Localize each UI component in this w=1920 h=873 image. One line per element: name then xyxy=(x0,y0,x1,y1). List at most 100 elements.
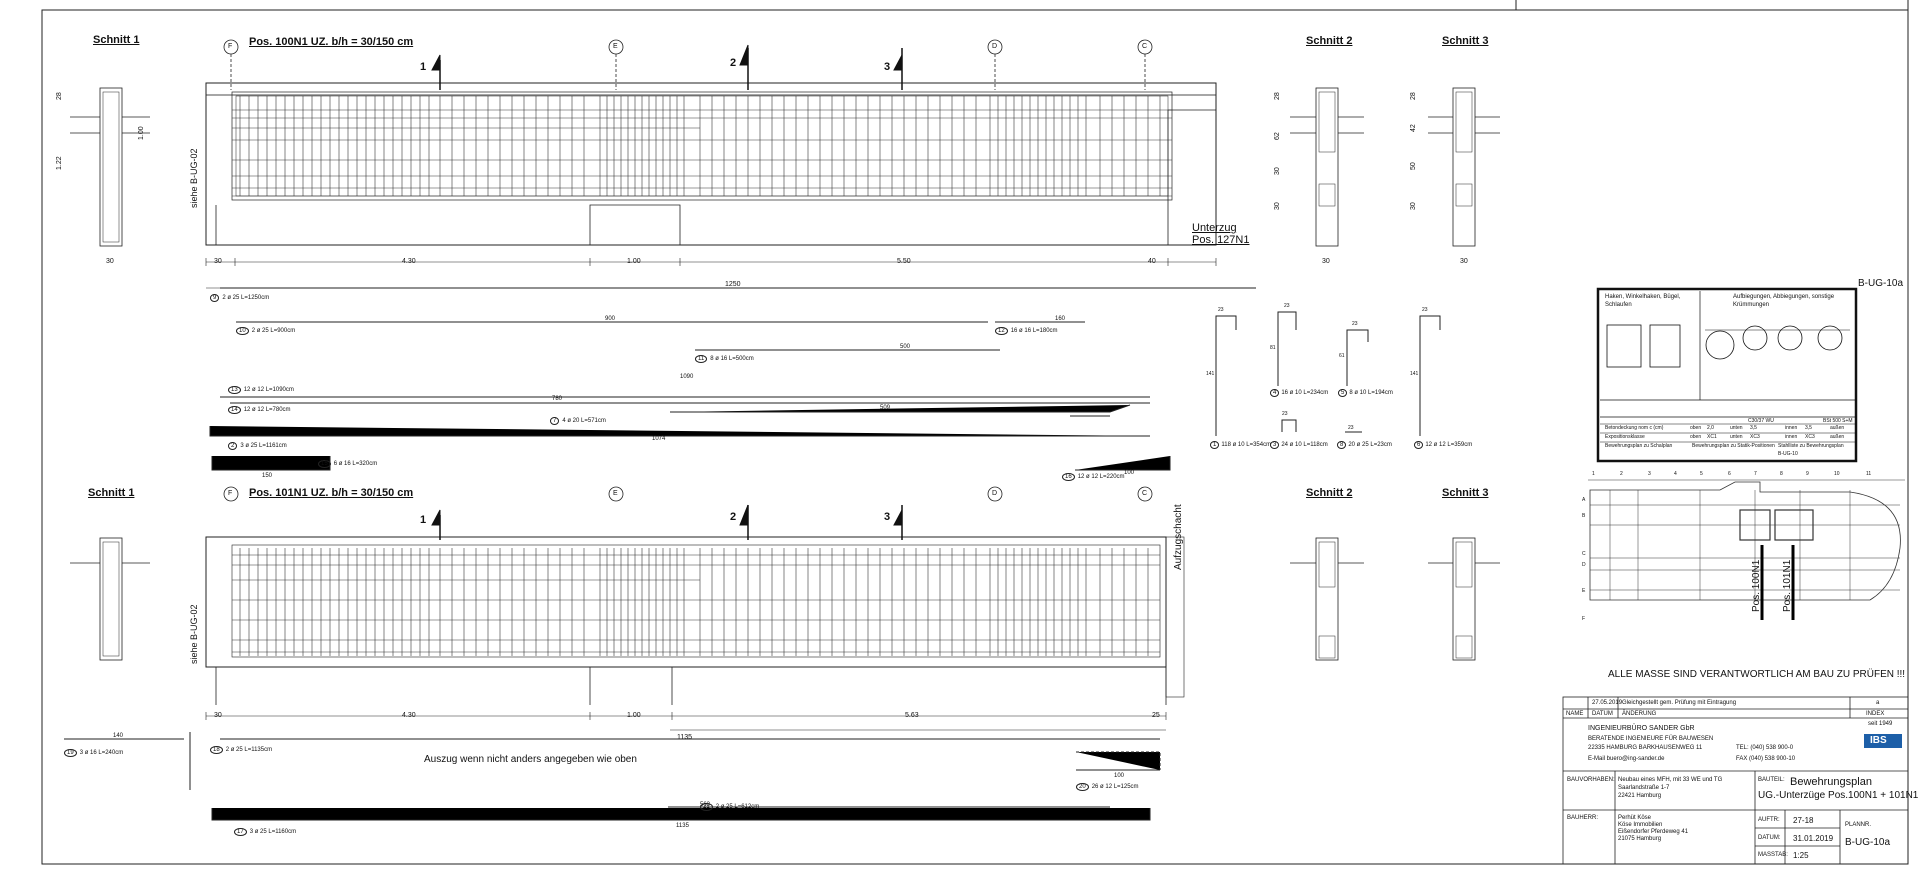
legend-row2-6: XC3 xyxy=(1805,434,1815,440)
legend-row3-1: Bewehrungsplan zu Statik-Positionen xyxy=(1692,443,1775,449)
stirrup-1-h: 141 xyxy=(1206,371,1215,377)
axis-label-bottom-e: E xyxy=(613,490,618,497)
client-line-0: Perhüt Köse xyxy=(1618,815,1652,821)
span-bottom-0: 30 xyxy=(214,712,222,719)
bauteil-label: BAUTEIL: xyxy=(1758,777,1785,783)
legend-row2-5: innen xyxy=(1785,434,1798,440)
office-name: INGENIEURBÜRO SANDER GbR xyxy=(1588,725,1695,732)
axis-label-top-d: D xyxy=(992,43,998,50)
legend-row2-0: Expositionsklasse xyxy=(1605,434,1645,440)
keyplan-col-1: 1 xyxy=(1592,471,1595,477)
legend-box xyxy=(1596,287,1858,463)
legend-row1-5: innen xyxy=(1785,425,1798,431)
office-line1: BERATENDE INGENIEURE FÜR BAUWESEN xyxy=(1588,736,1714,742)
beam-top-stirrups xyxy=(239,96,1161,196)
s2-dim-3: 30 xyxy=(1274,202,1281,210)
s3-dim-1: 42 xyxy=(1410,124,1417,132)
total-bottom: 1135 xyxy=(677,734,693,741)
s2-dim-1: 62 xyxy=(1274,132,1281,140)
stirrup-6-h: 141 xyxy=(1410,371,1419,377)
legend-row3-0: Bewehrungsplan zu Schalplan xyxy=(1605,443,1673,449)
beam-top-cut-markers xyxy=(431,44,903,90)
keyplan-row-D: D xyxy=(1582,562,1586,568)
keyplan-col-5: 5 xyxy=(1700,471,1703,477)
cut-1-top: 1 xyxy=(420,61,427,73)
legend-col2: Aufbiegungen, Abbiegungen, sonstige Krüm… xyxy=(1733,294,1835,308)
side-ref-bottom: siehe B-UG-02 xyxy=(189,604,199,664)
beam-bottom-stirrups xyxy=(239,548,1149,656)
s3-dim-3: 30 xyxy=(1410,202,1417,210)
bar-19-len: 140 xyxy=(113,733,124,739)
stirrup-3-w: 23 xyxy=(1282,411,1288,417)
bar-7-len: 509 xyxy=(880,405,891,411)
legend-row1-3: unten xyxy=(1730,425,1743,431)
rev-head-date: DATUM xyxy=(1592,711,1613,717)
revision-index: a xyxy=(1876,700,1880,706)
keyplan-pos-101: Pos. 101N1 xyxy=(1782,559,1793,612)
keyplan-row-E: E xyxy=(1582,588,1586,594)
legend-row1-7: außen xyxy=(1830,425,1845,431)
s3-dim-0: 28 xyxy=(1410,92,1417,100)
section-2-title-top: Schnitt 2 xyxy=(1306,35,1353,47)
datum-label: DATUM: xyxy=(1758,835,1781,841)
beam-bottom-elevation xyxy=(205,536,1185,705)
section-2-title-bottom: Schnitt 2 xyxy=(1306,487,1353,499)
s3-dim-width: 30 xyxy=(1460,258,1468,265)
office-line2: 22335 HAMBURG BARKHAUSENWEG 11 xyxy=(1588,745,1703,751)
bar-10-len: 900 xyxy=(605,316,616,322)
axis-label-bottom-d: D xyxy=(992,490,998,497)
cut-2-top: 2 xyxy=(730,57,737,69)
keyplan-col-3: 3 xyxy=(1648,471,1651,477)
s2-dim-2: 30 xyxy=(1274,167,1281,175)
beam-bottom-axes xyxy=(223,486,1153,502)
total-top: 1250 xyxy=(725,281,741,288)
bar-11-len: 500 xyxy=(900,344,911,350)
office-fax: FAX (040) 538 900-10 xyxy=(1736,756,1796,762)
rev-head-name: NAME xyxy=(1566,711,1584,717)
keyplan-col-2: 2 xyxy=(1620,471,1623,477)
keyplan-row-C: C xyxy=(1582,551,1586,557)
title-block-lines xyxy=(1562,696,1909,865)
keyplan-row-B: B xyxy=(1582,513,1586,519)
stirrup-8-w: 23 xyxy=(1348,425,1354,431)
stirrup-shapes xyxy=(1215,311,1441,436)
legend-row2-7: außen xyxy=(1830,434,1845,440)
span-top-2: 1.00 xyxy=(627,258,641,265)
axis-label-bottom-c: C xyxy=(1142,490,1148,497)
project-line-1: Saarlandstraße 1-7 xyxy=(1618,785,1670,791)
span-bottom-3: 5.63 xyxy=(905,712,919,719)
s1-dim-side: 1.00 xyxy=(138,126,145,140)
client-line-3: 21075 Hamburg xyxy=(1618,836,1662,842)
span-top-1: 4.30 xyxy=(402,258,416,265)
bar-schedule-bottom-lines xyxy=(64,732,1161,821)
axis-label-top-e: E xyxy=(613,43,618,50)
cut-3-bottom: 3 xyxy=(884,511,891,523)
section-drawings xyxy=(70,87,1500,661)
unterzug-line-2: Pos. 127N1 xyxy=(1192,234,1250,246)
project-line-0: Neubau eines MFH, mit 33 WE und TG xyxy=(1618,777,1723,783)
s2-dim-0: 28 xyxy=(1274,92,1281,100)
legend-row2-2: XC1 xyxy=(1707,434,1717,440)
bar-20-len: 100 xyxy=(1114,773,1125,779)
legend-row3-3: B-UG-10 xyxy=(1778,451,1798,457)
rev-head-change: ÄNDERUNG xyxy=(1622,711,1657,717)
datum-value: 31.01.2019 xyxy=(1793,834,1834,843)
s2-dim-width: 30 xyxy=(1322,258,1330,265)
cut-3-top: 3 xyxy=(884,61,891,73)
legend-row1-2: 2,0 xyxy=(1707,425,1714,431)
beam-bottom-dimension-line xyxy=(205,712,1167,731)
plannr-label: PLANNR. xyxy=(1845,822,1872,828)
bar-2-len: 1074 xyxy=(652,436,666,442)
legend-sheet-id: B-UG-10a xyxy=(1858,278,1904,289)
office-since: seit 1949 xyxy=(1868,721,1893,727)
beam-top-long-bars xyxy=(232,109,1172,197)
legend-row2-1: oben xyxy=(1690,434,1702,440)
